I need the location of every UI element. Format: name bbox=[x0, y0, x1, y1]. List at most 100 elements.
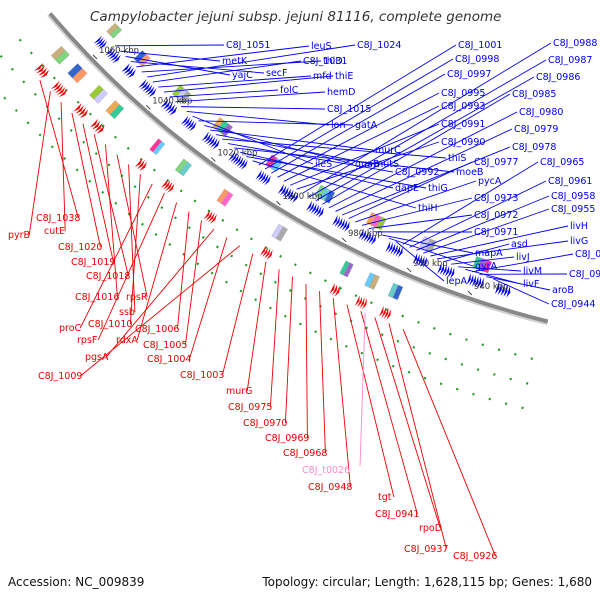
forward-gene-arrow bbox=[234, 155, 242, 166]
forward-gene-arrow bbox=[160, 98, 169, 108]
forward-gene-label: C8J_0988 bbox=[553, 38, 597, 49]
forward-gene-leader bbox=[302, 42, 552, 194]
forward-gene-label: thiD bbox=[323, 56, 343, 67]
reverse-gene-arrow bbox=[79, 109, 89, 119]
forward-gene-arrow bbox=[447, 266, 452, 278]
forward-gene-arrow bbox=[236, 156, 244, 167]
forward-gene-label: livM bbox=[523, 266, 542, 277]
reverse-gene-label: pyrB bbox=[8, 230, 30, 241]
forward-gene-label: C8J_0986 bbox=[536, 72, 580, 83]
forward-gene-arrow bbox=[292, 192, 299, 203]
reverse-gene-arrow bbox=[36, 65, 46, 74]
forward-gene-arrow bbox=[140, 80, 149, 90]
forward-gene-arrow bbox=[332, 214, 338, 226]
reverse-gene-label: C8J_1005 bbox=[143, 340, 187, 351]
forward-gene-arrow bbox=[280, 185, 287, 196]
reverse-gene-arrow bbox=[75, 105, 84, 114]
reverse-gene-label: rpsR bbox=[126, 292, 148, 303]
forward-gene-arrow bbox=[392, 244, 398, 256]
forward-gene-arrow bbox=[121, 63, 130, 72]
forward-gene-label: asd bbox=[511, 239, 528, 250]
reverse-gene-arrow bbox=[266, 249, 273, 260]
feature-category-block bbox=[109, 104, 125, 120]
backbone-dotted-ring bbox=[18, 38, 539, 362]
reverse-gene-leader bbox=[60, 102, 66, 232]
feature-category-block bbox=[152, 141, 166, 156]
forward-gene-arrow bbox=[479, 277, 484, 290]
reverse-gene-label: C8J_1009 bbox=[38, 371, 82, 382]
forward-gene-leader bbox=[486, 276, 551, 291]
reverse-gene-label: C8J_1010 bbox=[88, 319, 132, 330]
reverse-gene-leader bbox=[284, 276, 293, 424]
forward-gene-label: C8J_0950 bbox=[575, 249, 600, 260]
forward-gene-arrow bbox=[469, 274, 474, 286]
forward-gene-label: folC bbox=[280, 85, 299, 96]
forward-gene-arrow bbox=[95, 37, 104, 46]
kbp-tick-label: 1020 kbp bbox=[217, 148, 257, 158]
forward-gene-arrow bbox=[341, 219, 348, 231]
forward-gene-leader bbox=[234, 147, 455, 173]
reverse-gene-arrow bbox=[207, 212, 215, 223]
forward-gene-label: C8J_0977 bbox=[474, 157, 518, 168]
forward-gene-leader bbox=[222, 138, 447, 159]
forward-gene-label: C8J_0992 bbox=[395, 167, 439, 178]
reverse-gene-label: C8J_1006 bbox=[135, 324, 179, 335]
forward-gene-arrow bbox=[368, 233, 374, 244]
reverse-gene-arrow bbox=[139, 161, 147, 171]
forward-gene-label: thiS bbox=[448, 153, 466, 164]
forward-gene-arrow bbox=[317, 207, 324, 218]
feature-category-block bbox=[178, 161, 192, 177]
reverse-gene-arrow bbox=[160, 178, 169, 189]
forward-gene-label: guaB bbox=[355, 159, 379, 170]
forward-gene-leader bbox=[451, 256, 515, 265]
forward-gene-leader bbox=[290, 123, 440, 186]
feature-category-block bbox=[109, 26, 123, 39]
forward-gene-arrow bbox=[474, 276, 479, 288]
forward-gene-leader bbox=[309, 59, 547, 198]
forward-gene-label: C8J_0949 bbox=[569, 269, 600, 280]
forward-gene-label: lon bbox=[331, 120, 345, 131]
forward-gene-arrow bbox=[238, 158, 246, 169]
reverse-gene-label: C8J_1016 bbox=[75, 292, 119, 303]
forward-gene-leader bbox=[158, 75, 312, 88]
forward-gene-leader bbox=[322, 93, 511, 205]
feature-category-block bbox=[93, 89, 108, 104]
forward-gene-arrow bbox=[142, 82, 151, 92]
forward-gene-arrow bbox=[282, 186, 289, 197]
kbp-tick-label: 1060 kbp bbox=[99, 46, 139, 56]
forward-gene-label: secF bbox=[266, 68, 287, 79]
feature-category-block bbox=[275, 226, 288, 242]
forward-gene-arrow bbox=[106, 49, 116, 58]
feature-category-block bbox=[392, 284, 404, 301]
rna-gene-label: C8J_t0026 bbox=[302, 465, 350, 476]
forward-gene-arrow bbox=[339, 218, 345, 230]
forward-gene-label: leuS bbox=[311, 41, 332, 52]
forward-gene-arrow bbox=[415, 253, 420, 265]
forward-gene-arrow bbox=[358, 228, 364, 240]
reverse-gene-arrow bbox=[40, 69, 50, 78]
forward-gene-label: gyrA bbox=[475, 261, 498, 272]
forward-gene-leader bbox=[152, 60, 302, 83]
reverse-gene-arrow bbox=[259, 245, 266, 256]
reverse-gene-arrow bbox=[359, 297, 365, 309]
forward-gene-arrow bbox=[385, 241, 391, 252]
forward-gene-leader bbox=[258, 44, 457, 166]
forward-gene-arrow bbox=[259, 172, 267, 183]
forward-gene-arrow bbox=[390, 243, 396, 255]
kbp-tick-label: 960 kbp bbox=[413, 259, 448, 269]
forward-gene-arrow bbox=[108, 50, 118, 60]
reverse-gene-label: murG bbox=[226, 386, 253, 397]
reverse-gene-label: C8J_1003 bbox=[180, 370, 224, 381]
reverse-gene-label: rpoD bbox=[419, 523, 442, 534]
reverse-gene-leader bbox=[28, 91, 51, 236]
reverse-gene-leader bbox=[188, 237, 228, 360]
forward-gene-arrow bbox=[146, 86, 155, 96]
reverse-gene-arrow bbox=[137, 159, 145, 169]
reverse-gene-label: C8J_0975 bbox=[228, 402, 272, 413]
forward-gene-arrow bbox=[365, 231, 372, 243]
reverse-gene-label: C8J_0941 bbox=[375, 509, 419, 520]
forward-gene-arrow bbox=[167, 104, 176, 114]
reverse-gene-arrow bbox=[94, 122, 103, 132]
forward-gene-arrow bbox=[412, 252, 418, 264]
